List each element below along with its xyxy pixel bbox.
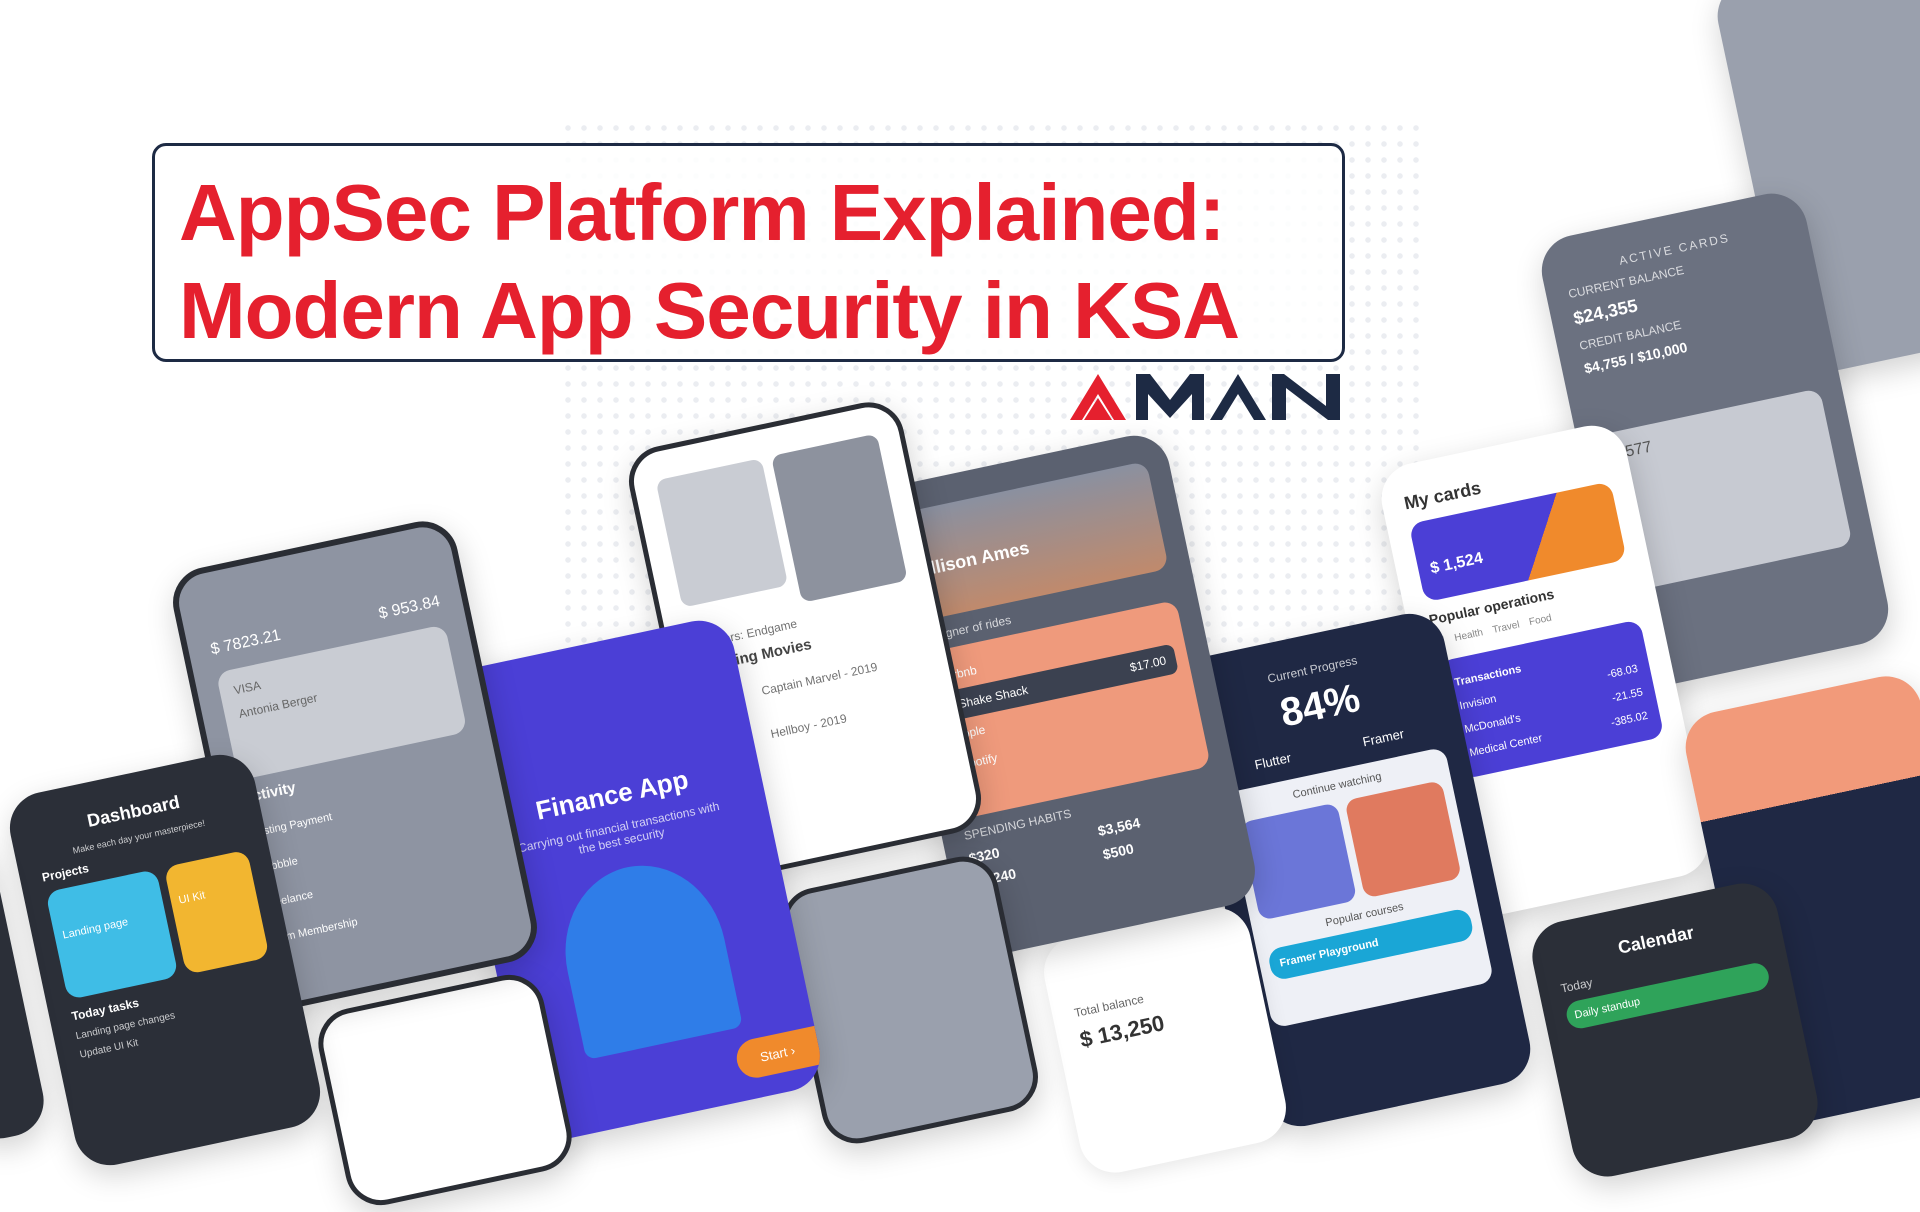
profile-name: Allison Ames [915,537,1031,581]
event-label: Daily standup [1573,995,1642,1022]
phone-mockup-calendar: Calendar Today Daily standup [1525,876,1825,1184]
op-travel[interactable]: Travel [1491,619,1521,636]
course-flutter: Flutter [1253,750,1293,773]
title-line-2: Modern App Security in KSA [179,266,1240,355]
project-name: Landing page [61,916,130,942]
course-framer: Framer [1361,726,1406,750]
expense-item-highlight: Shake Shack [957,682,1030,712]
op-health[interactable]: Health [1453,627,1485,644]
tx-name: Invision [1458,692,1498,713]
aman-logo-icon [1070,374,1340,420]
card-balance: $ 1,524 [1428,549,1485,578]
continue-watching-panel: Continue watching Popular courses Framer… [1223,746,1495,1029]
transactions-panel: Transactions Invision -68.03 McDonald's … [1438,619,1665,780]
course-name: Framer Playground [1278,936,1380,970]
aman-logo [1070,370,1342,422]
phone-mockup-grey-left-bottom [311,968,579,1212]
project-name: UI Kit [177,889,207,907]
title-line-1: AppSec Platform Explained: [179,168,1225,257]
wallet-balance: $ 953.84 [377,592,442,623]
leaf-illustration [549,850,743,1060]
project-card[interactable]: Landing page [45,868,179,1000]
movie-title: Hellboy - 2019 [769,711,848,742]
start-label: Start [758,1044,789,1065]
op-food[interactable]: Food [1528,612,1553,629]
wallet-balance: $ 7823.21 [209,626,283,659]
start-button[interactable]: Start › [732,1025,823,1082]
title-box: AppSec Platform Explained: Modern App Se… [152,143,1345,362]
project-card[interactable]: UI Kit [163,849,270,975]
